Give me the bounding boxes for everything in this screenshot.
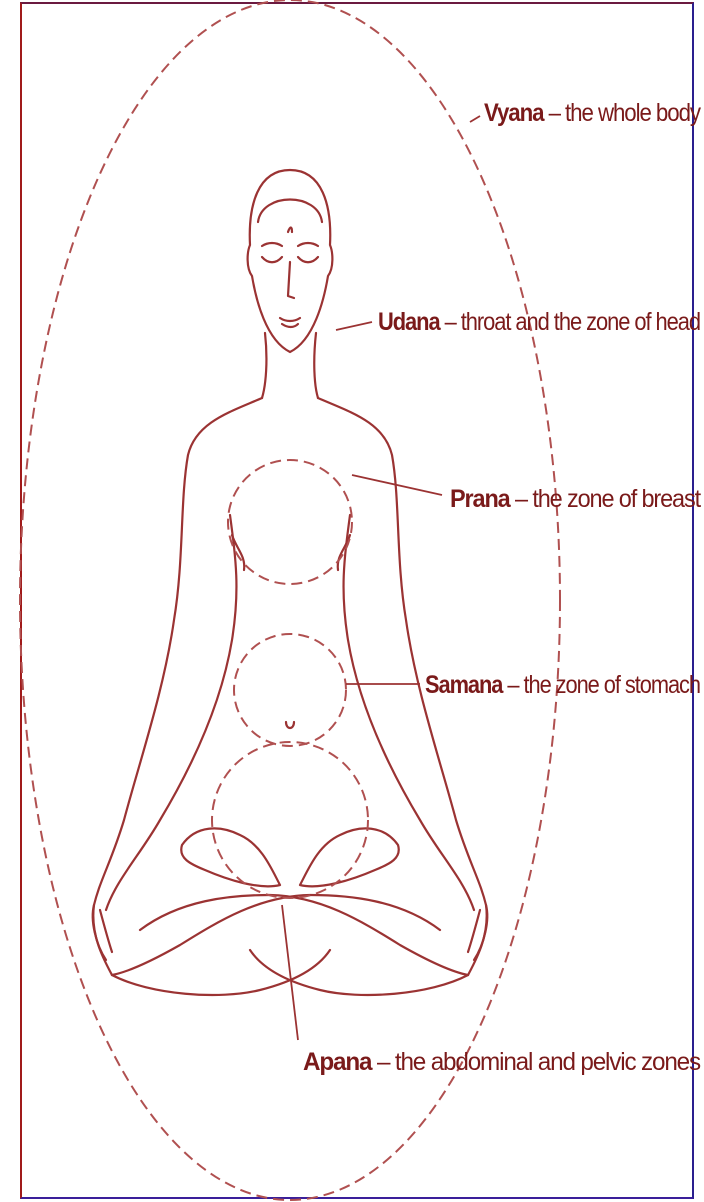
vyana-leader-line <box>470 116 480 122</box>
figure-left-foot <box>181 828 280 886</box>
samana-zone-circle <box>234 634 346 746</box>
figure-hairline <box>258 200 322 223</box>
figure-neck <box>262 333 318 398</box>
figure-right-inner-arm <box>344 515 474 910</box>
figure-left-leg <box>140 895 468 975</box>
figure-left-brow <box>262 243 282 246</box>
figure-mouth <box>280 318 300 327</box>
vyana-label: Vyana – the whole body <box>484 99 702 127</box>
udana-label: Udana – throat and the zone of head <box>378 308 700 336</box>
figure-right-foot <box>300 828 399 886</box>
figure-right-leg <box>112 895 440 975</box>
vyana-aura-ellipse <box>20 0 560 1200</box>
figure-right-hand <box>468 905 487 960</box>
figure-nose <box>288 262 294 298</box>
prana-zone-circle <box>228 460 352 584</box>
figure-right-eye <box>298 257 318 262</box>
figure-left-hand <box>93 905 112 960</box>
apana-label: Apana – the abdominal and pelvic zones <box>303 1048 701 1076</box>
apana-zone-circle <box>212 742 368 898</box>
prana-label: Prana – the zone of breast <box>450 485 701 513</box>
samana-label: Samana – the zone of stomach <box>425 671 700 699</box>
meditating-figure <box>93 170 488 995</box>
figure-bindi <box>288 228 292 233</box>
figure-navel <box>286 722 294 728</box>
figure-right-brow <box>298 243 318 246</box>
udana-leader-line <box>336 322 372 330</box>
apana-leader-line <box>282 905 298 1040</box>
figure-left-eye <box>262 257 282 262</box>
figure-left-inner-arm <box>106 515 236 910</box>
figure-left-arm <box>93 398 262 975</box>
